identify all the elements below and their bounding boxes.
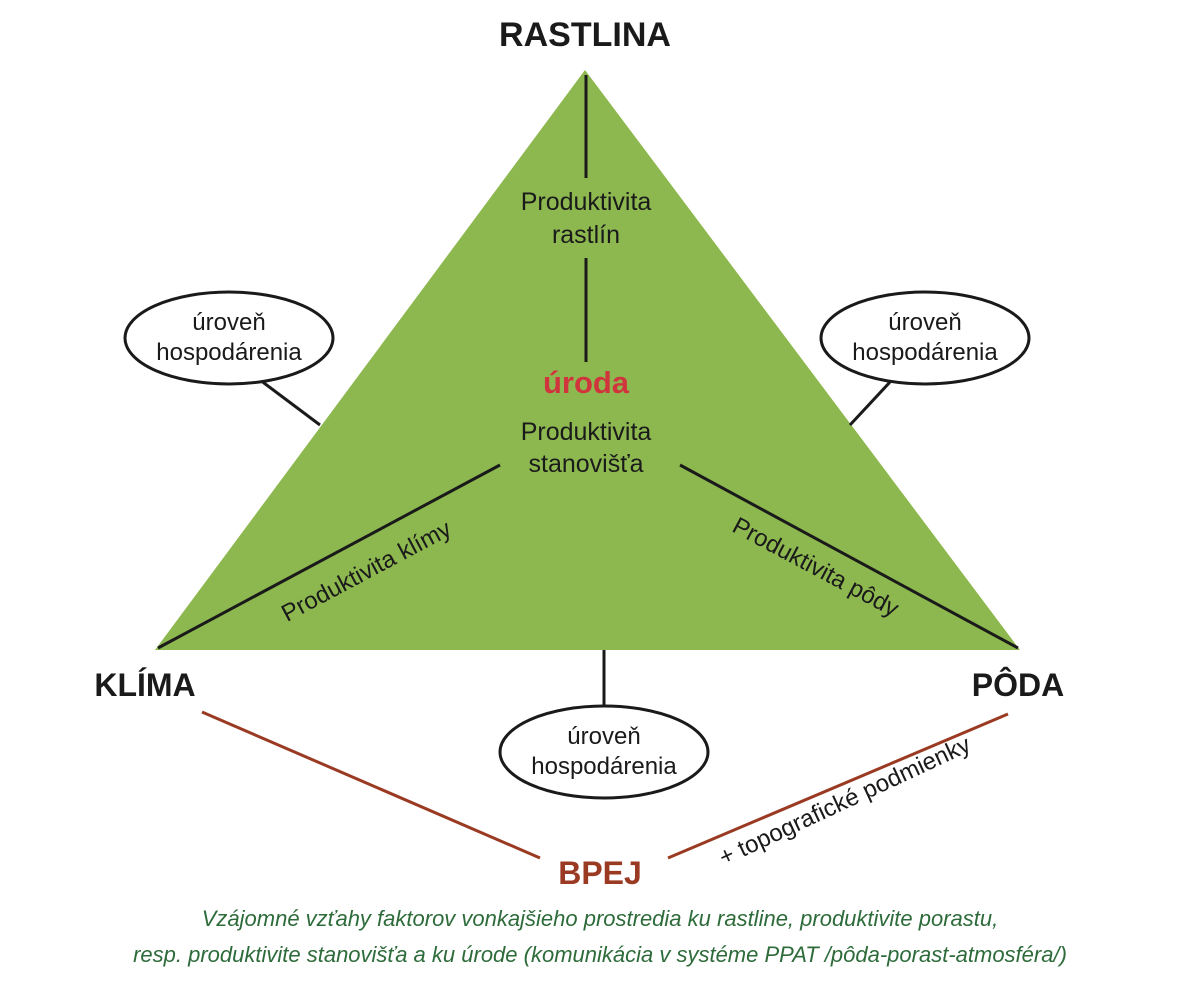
soil-label: PÔDA xyxy=(972,667,1064,703)
plant-productivity-line2: rastlín xyxy=(552,221,620,249)
plant-productivity-line1: Produktivita xyxy=(521,188,652,216)
connector-lines xyxy=(157,75,1019,705)
bpej-label: BPEJ xyxy=(558,855,642,891)
harvest-label: úroda xyxy=(543,365,630,400)
caption-line2: resp. produktivite stanovišťa a ku úrode… xyxy=(133,942,1067,967)
ellipse-line1: úroveň xyxy=(567,723,640,750)
caption-line1: Vzájomné vzťahy faktorov vonkajšieho pro… xyxy=(202,906,999,931)
ellipse-line2: hospodárenia xyxy=(531,753,677,780)
site-productivity-line1: Produktivita xyxy=(521,418,652,446)
ellipse-line2: hospodárenia xyxy=(852,339,998,366)
climate-label: KLÍMA xyxy=(94,667,195,703)
plant-label: RASTLINA xyxy=(499,16,671,54)
ellipse-management-left: úroveň hospodárenia xyxy=(123,290,335,386)
ellipse-line1: úroveň xyxy=(192,309,265,336)
ellipse-line2: hospodárenia xyxy=(156,339,302,366)
bpej-lines xyxy=(201,710,1009,860)
ellipse-management-bottom: úroveň hospodárenia xyxy=(498,704,710,800)
site-productivity-line2: stanovišťa xyxy=(529,450,644,478)
topography-label: + topografické podmienky xyxy=(715,731,975,871)
ellipse-line1: úroveň xyxy=(888,309,961,336)
ellipse-management-right: úroveň hospodárenia xyxy=(819,290,1031,386)
